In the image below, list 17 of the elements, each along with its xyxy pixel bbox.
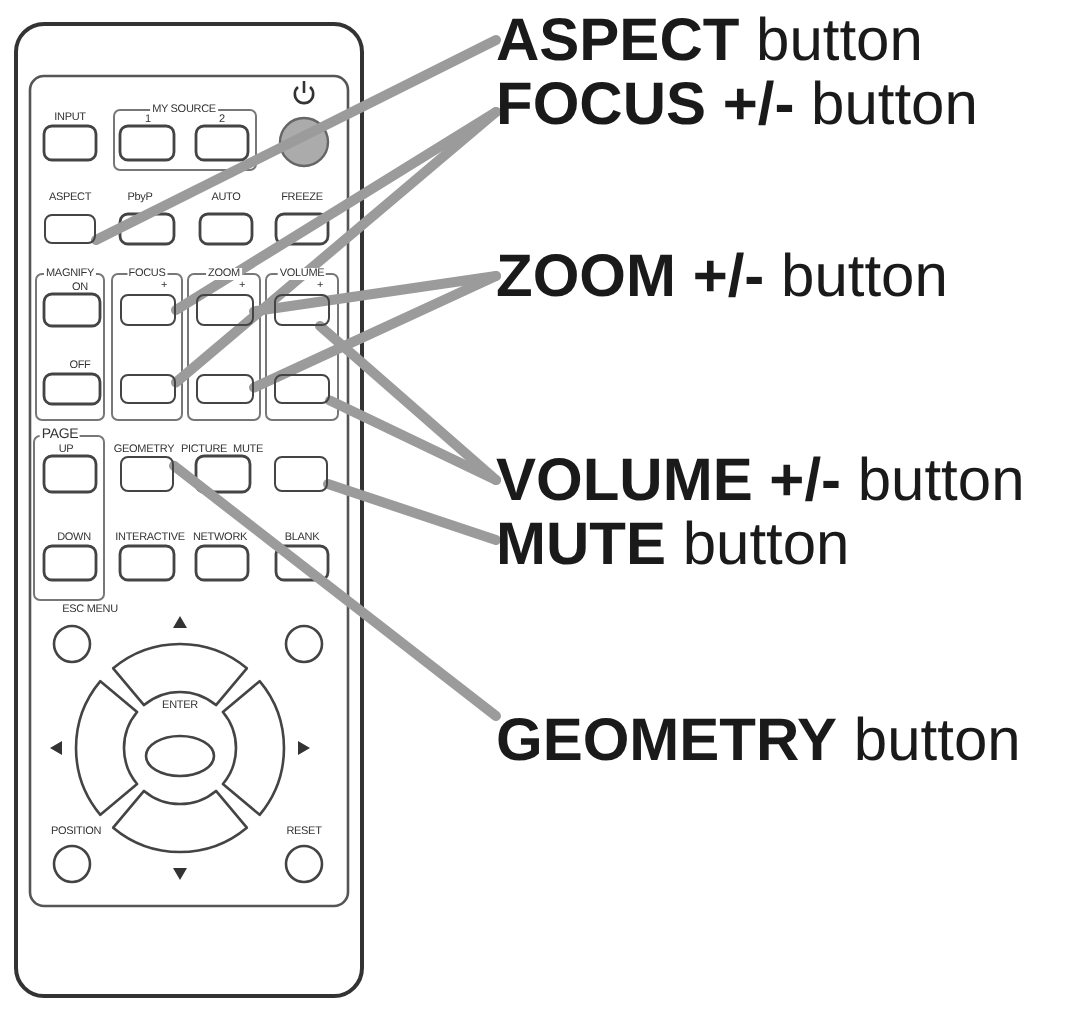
leader-line <box>325 395 501 485</box>
remote-key <box>274 456 328 492</box>
remote-key <box>44 214 96 244</box>
callout-text: VOLUME +/- button <box>496 452 1025 512</box>
remote-key <box>196 374 254 404</box>
remote-key <box>274 294 330 326</box>
callout-text: MUTE button <box>496 516 850 576</box>
remote-key <box>274 374 330 404</box>
callout-text: FOCUS +/- button <box>496 76 978 136</box>
remote-key <box>196 294 254 326</box>
leader-line <box>323 479 501 545</box>
callout-text: GEOMETRY button <box>496 712 1021 772</box>
callout-text: ASPECT button <box>496 12 923 72</box>
remote-key <box>120 374 176 404</box>
callout-text: ZOOM +/- button <box>496 248 948 308</box>
remote-key <box>120 456 174 492</box>
remote-key <box>120 294 176 326</box>
